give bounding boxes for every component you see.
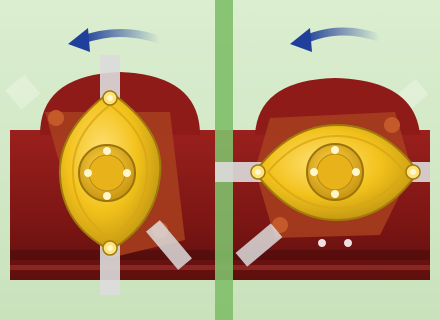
panel-divider <box>215 0 233 320</box>
